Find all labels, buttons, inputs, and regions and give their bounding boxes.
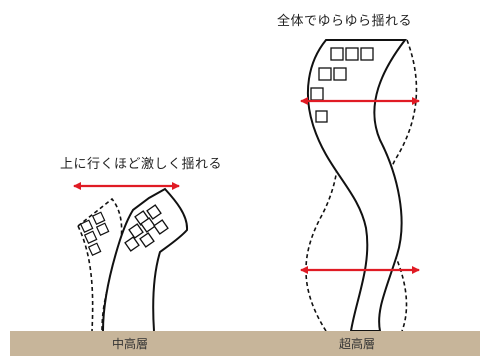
ground-strip: [10, 331, 480, 356]
ground-label-mid-rise: 中高層: [112, 337, 149, 351]
high-rise-building: [300, 39, 420, 332]
mid-rise-ghost-windows: [79, 211, 110, 257]
mid-rise-caption: 上に行くほど激しく揺れる: [60, 157, 223, 172]
ground-label-high-rise: 超高層: [339, 337, 376, 351]
high-rise-solid-outline: [306, 39, 408, 332]
mid-rise-solid-outline: [102, 187, 189, 332]
high-rise-caption: 全体でゆらゆら揺れる: [277, 14, 413, 29]
mid-rise-building: [73, 182, 189, 332]
mid-rise-windows: [124, 204, 169, 252]
mid-rise-ghost-outline-inner: [77, 225, 94, 332]
